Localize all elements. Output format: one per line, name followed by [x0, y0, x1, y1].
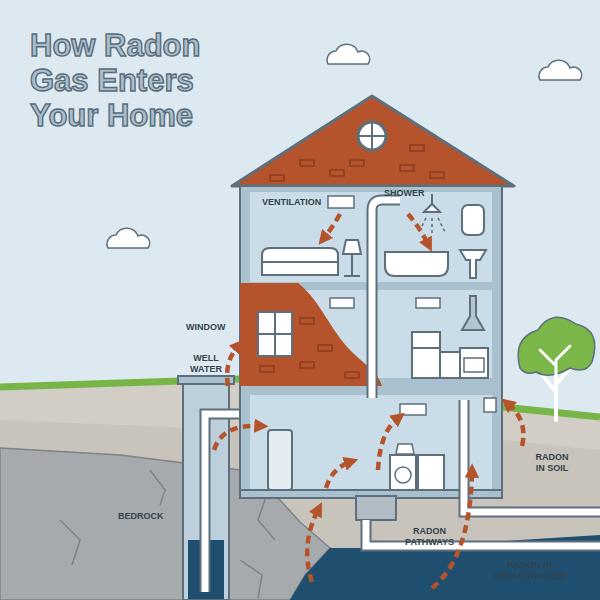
window-cross [358, 122, 386, 150]
pathway-label: RADON PATHWAYS [392, 526, 467, 548]
tree [518, 317, 595, 420]
brick [330, 170, 344, 176]
radon-arrow [324, 214, 340, 238]
round-window [358, 122, 386, 150]
soil [0, 380, 600, 600]
radon-arrow [227, 346, 238, 386]
brick [300, 362, 314, 368]
cloud [539, 60, 582, 80]
radon-arrows [214, 214, 523, 588]
laundry-basket [396, 444, 414, 454]
washer [390, 455, 416, 491]
brick [260, 366, 274, 372]
roof-bricks [270, 145, 444, 181]
groundwater-label: RADON IN GROUNDWATER [480, 560, 580, 582]
window-panes [258, 312, 292, 356]
cloud [107, 228, 150, 248]
mirror [462, 205, 484, 235]
brick [410, 145, 424, 151]
range-hood [462, 296, 484, 330]
sump-pit [356, 496, 396, 520]
cloud [327, 44, 370, 64]
radon-arrow [214, 426, 260, 450]
fridge-door [412, 347, 440, 349]
vent [330, 298, 354, 308]
basement-window [484, 398, 496, 412]
drain-pipe-outline [366, 400, 600, 546]
stove [460, 348, 488, 378]
radon-arrow [307, 510, 318, 582]
washer-door [395, 467, 411, 483]
well-label: WELL WATER [186, 353, 226, 375]
brick [270, 175, 284, 181]
radon-arrow [378, 418, 398, 470]
shower-label: SHOWER [384, 188, 428, 199]
counter [440, 352, 460, 378]
shower-head [424, 194, 440, 212]
brick [430, 172, 444, 178]
radon-arrow [408, 214, 428, 244]
bedrock-label: BEDROCK [118, 511, 178, 522]
radon-arrow [508, 404, 523, 446]
lamp [343, 240, 361, 276]
crack [60, 520, 80, 565]
radon-arrow [326, 462, 350, 488]
fridge [412, 332, 440, 378]
brick [345, 372, 359, 378]
sofa [262, 248, 338, 275]
title: How Radon Gas Enters Your Home [30, 28, 230, 133]
vent [416, 298, 440, 308]
ventilation-label: VENTILATION [262, 197, 332, 208]
vents [328, 196, 440, 415]
bathtub [385, 252, 448, 276]
brick [300, 160, 314, 166]
vent [328, 196, 354, 208]
soil-label: RADON IN SOIL [532, 452, 572, 474]
shower-water [418, 218, 446, 236]
cut-wall [240, 283, 382, 386]
window-label: WINDOW [186, 322, 236, 333]
window [258, 312, 292, 356]
drain-pipe [366, 400, 600, 546]
vent-pipe-outline [372, 200, 400, 398]
tree-branches [540, 346, 570, 380]
brick [318, 345, 332, 351]
crack [240, 560, 262, 598]
brick [350, 160, 364, 166]
brick [400, 165, 414, 171]
roof [232, 96, 514, 186]
sink [460, 250, 486, 278]
house [232, 96, 600, 546]
water-heater [268, 430, 292, 490]
vent-pipe [372, 200, 400, 398]
oven-door [464, 358, 484, 372]
crack [150, 470, 165, 505]
vent [400, 404, 426, 415]
brick [300, 318, 314, 324]
dryer [418, 455, 444, 491]
basement-room [250, 395, 492, 490]
